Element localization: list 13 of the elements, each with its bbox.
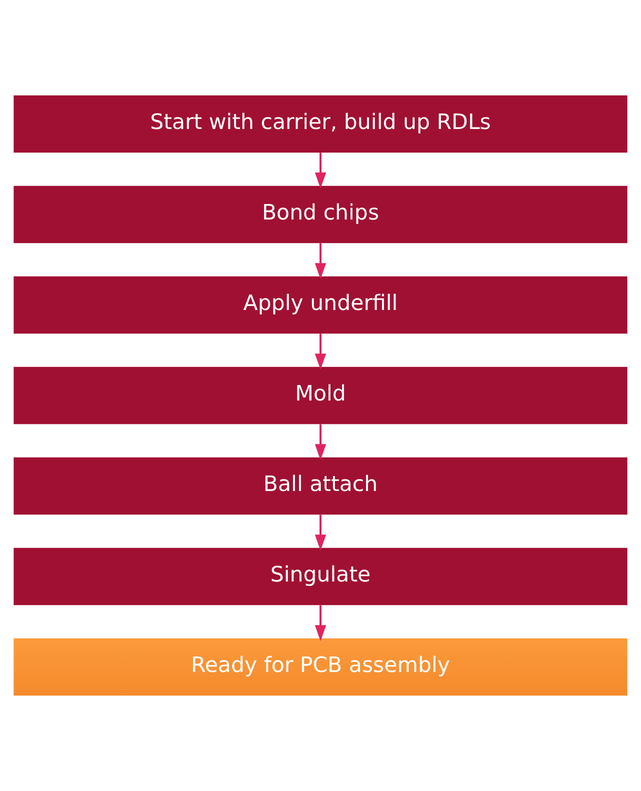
node-box: Ball attach — [14, 457, 628, 515]
arrow — [314, 243, 326, 280]
node-box: Bond chips — [14, 186, 628, 244]
arrow — [314, 424, 326, 460]
arrow — [314, 334, 326, 370]
arrow — [314, 152, 326, 189]
node-box: Mold — [14, 366, 628, 424]
node-box: Apply underfill — [14, 276, 628, 334]
arrow — [314, 605, 326, 642]
node-box: Ready for PCB assembly — [14, 638, 628, 696]
node-box: Singulate — [14, 548, 628, 606]
node-box: Start with carrier, build up RDLs — [14, 95, 628, 153]
arrow — [314, 514, 326, 551]
